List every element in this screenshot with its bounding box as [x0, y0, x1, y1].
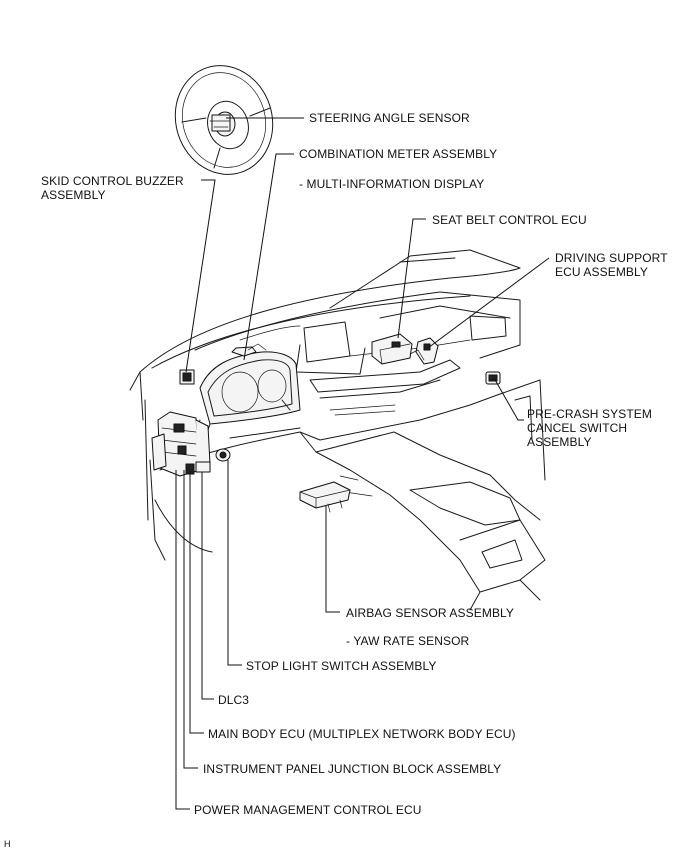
label-steering-angle-sensor: STEERING ANGLE SENSOR — [309, 111, 470, 125]
label-driving-support-ecu: DRIVING SUPPORT ECU ASSEMBLY — [555, 251, 668, 279]
skid-control-buzzer-drawing — [179, 369, 195, 385]
label-yaw-rate-sensor: - YAW RATE SENSOR — [346, 634, 470, 648]
label-driving-support-ecu-line1: DRIVING SUPPORT — [555, 251, 668, 265]
label-skid-control-buzzer: SKID CONTROL BUZZER ASSEMBLY — [41, 174, 184, 202]
label-skid-control-buzzer-line2: ASSEMBLY — [41, 188, 106, 202]
label-combination-meter: COMBINATION METER ASSEMBLY — [299, 147, 497, 161]
label-pre-crash-switch: PRE-CRASH SYSTEM CANCEL SWITCH ASSEMBLY — [527, 407, 652, 449]
label-instrument-panel-jb: INSTRUMENT PANEL JUNCTION BLOCK ASSEMBLY — [203, 762, 502, 776]
label-stop-light-switch: STOP LIGHT SWITCH ASSEMBLY — [246, 659, 437, 673]
junction-block-ecu-drawing — [151, 411, 211, 477]
leader-lines — [175, 117, 550, 810]
label-power-management-ecu: POWER MANAGEMENT CONTROL ECU — [194, 803, 422, 817]
stop-light-switch-drawing — [215, 448, 231, 462]
steering-wheel-drawing — [174, 65, 274, 175]
instrument-panel-drawing — [129, 249, 546, 611]
airbag-sensor-drawing — [299, 481, 351, 513]
label-skid-control-buzzer-line1: SKID CONTROL BUZZER — [41, 174, 184, 188]
driving-support-ecu-drawing — [409, 337, 439, 365]
figure-code: H — [4, 839, 11, 849]
label-multi-information-display: - MULTI-INFORMATION DISPLAY — [299, 177, 485, 191]
pre-crash-cancel-switch-drawing — [485, 371, 501, 385]
combination-meter-drawing — [195, 343, 301, 437]
label-pre-crash-switch-line1: PRE-CRASH SYSTEM — [527, 407, 652, 421]
label-combination-meter-line: COMBINATION METER ASSEMBLY — [299, 147, 498, 161]
label-main-body-ecu: MAIN BODY ECU (MULTIPLEX NETWORK BODY EC… — [208, 727, 516, 741]
seat-belt-control-ecu-drawing — [371, 333, 413, 365]
label-pre-crash-switch-line2: CANCEL SWITCH — [527, 421, 628, 435]
label-airbag-sensor: AIRBAG SENSOR ASSEMBLY — [346, 606, 515, 620]
label-pre-crash-switch-line3: ASSEMBLY — [527, 435, 592, 449]
label-dlc3: DLC3 — [218, 693, 250, 707]
label-seat-belt-control-ecu: SEAT BELT CONTROL ECU — [432, 213, 587, 227]
label-driving-support-ecu-line2: ECU ASSEMBLY — [555, 265, 649, 279]
